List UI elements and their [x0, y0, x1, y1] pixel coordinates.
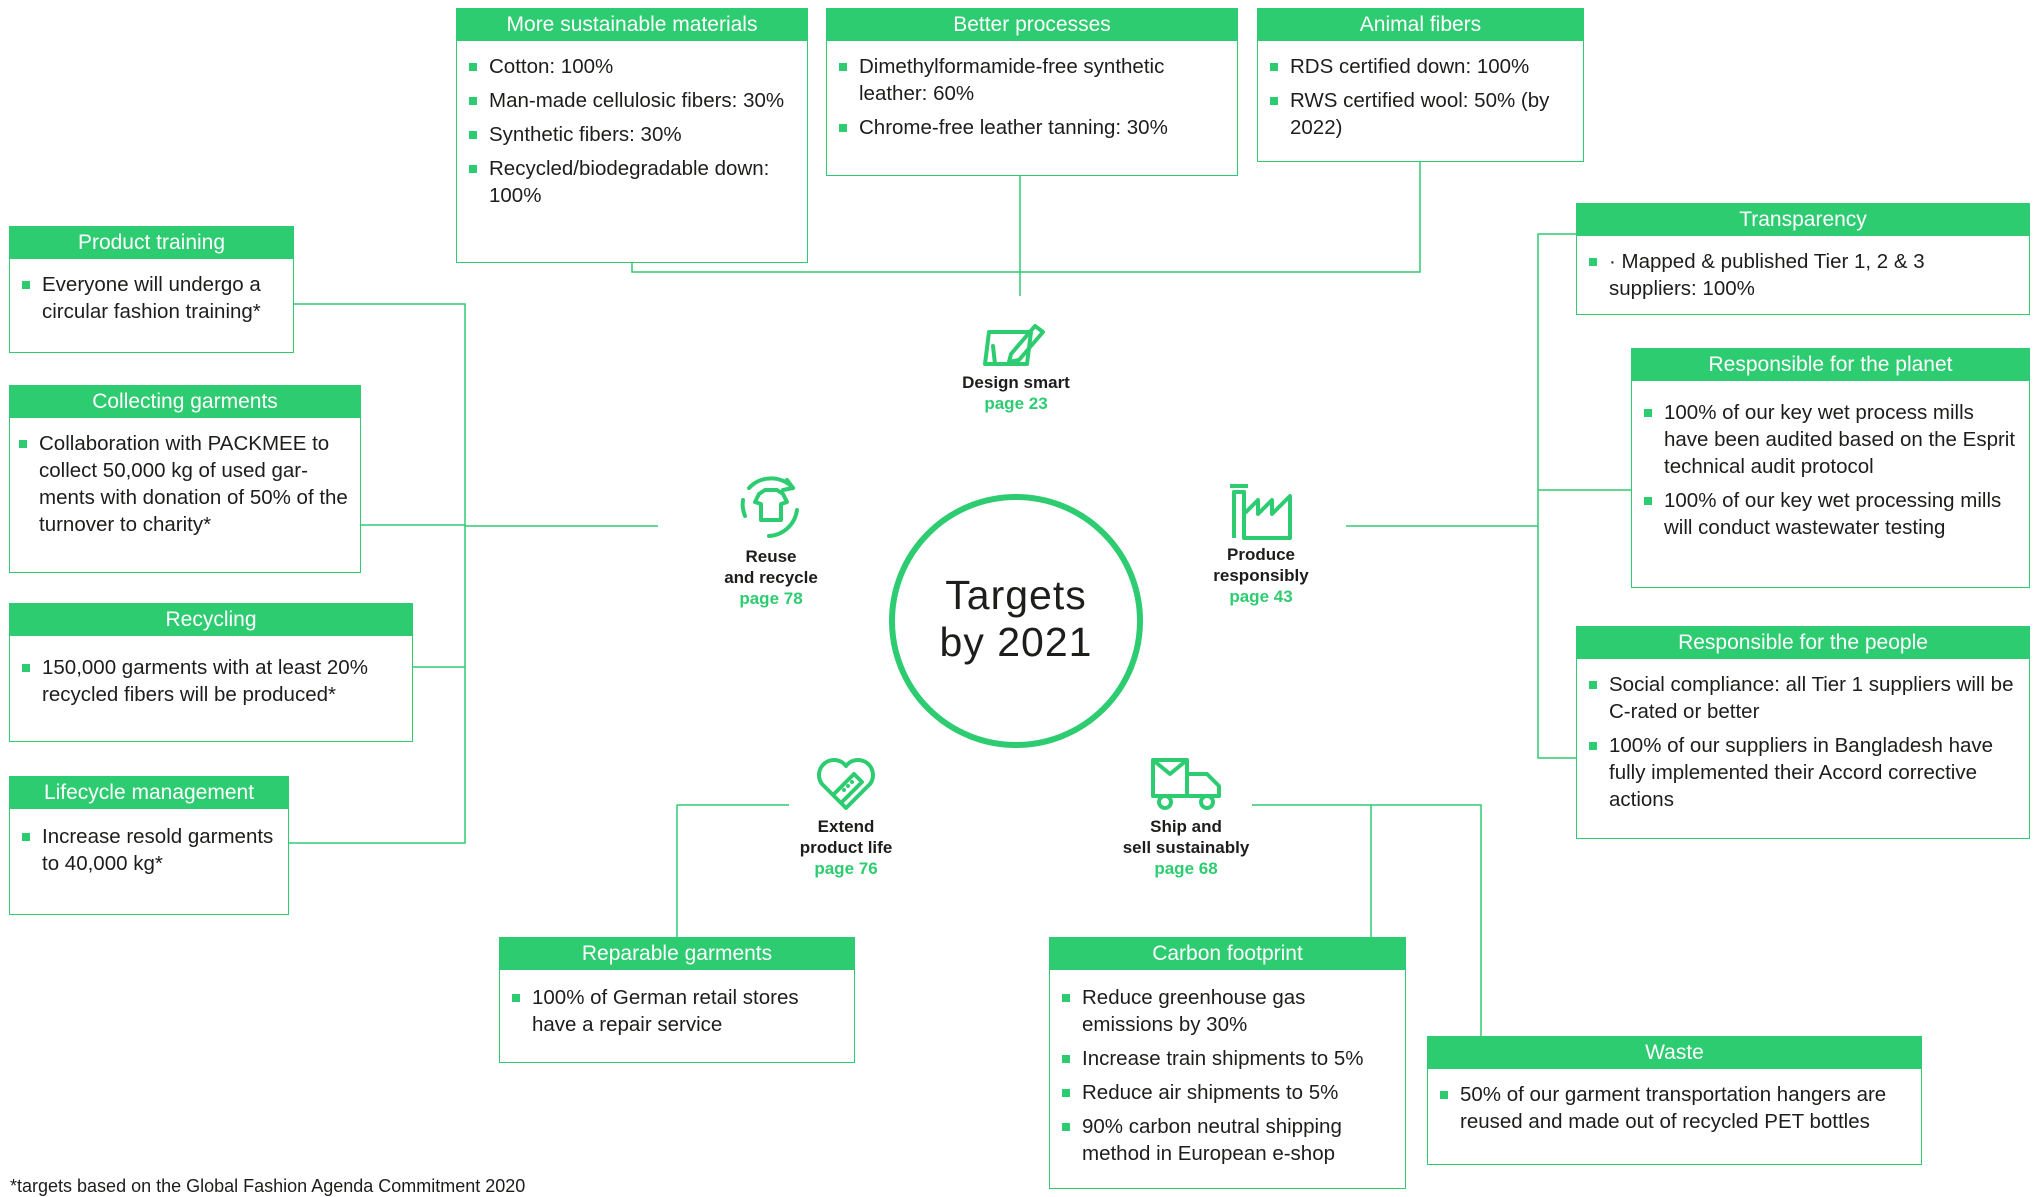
list-item: 100% of our suppliers in Bangladesh have… [1589, 732, 2017, 813]
center-title: Targets by 2021 [889, 572, 1143, 666]
connector-ship-waste [1252, 804, 1482, 1036]
heart-repair-icon [817, 758, 875, 810]
list-item: Synthetic fibers: 30% [469, 121, 795, 148]
box-title: Animal fibers [1258, 9, 1583, 41]
box-title: Carbon footprint [1050, 938, 1405, 970]
box-title: Reparable garments [500, 938, 854, 970]
box-title: Responsible for the people [1577, 627, 2029, 659]
box-more-sustainable-materials: More sustainable materials Cotton: 100% … [456, 8, 808, 263]
connector-left-bus [289, 303, 466, 844]
list-item: 50% of our garment transportation hanger… [1440, 1081, 1909, 1135]
box-transparency: Transparency · Mapped & published Tier 1… [1576, 203, 2030, 315]
recycle-shirt-icon [740, 476, 799, 538]
list-item: 100% of our key wet processing mills wil… [1644, 487, 2017, 541]
hub-ship-label-2: sell sustainably [1122, 838, 1250, 857]
hub-produce-page: page 43 [1229, 587, 1293, 606]
list-item: Dimethylformamide-free synthetic leather… [839, 53, 1225, 107]
box-list: Increase resold garments to 40,000 kg* [10, 809, 288, 892]
center-title-line1: Targets [945, 572, 1087, 618]
list-item: 100% of our key wet process mills have b… [1644, 401, 2016, 478]
list-item: Increase resold garments to 40,000 kg* [22, 823, 276, 877]
box-product-training: Product training Everyone will undergo a… [9, 226, 294, 353]
hub-produce-label-1: Produce [1226, 545, 1296, 564]
hub-extend-product-life: Extend product life page 76 [786, 756, 906, 879]
box-list: 50% of our garment transportation hanger… [1428, 1069, 1921, 1150]
box-carbon-footprint: Carbon footprint Reduce greenhouse gas e… [1049, 937, 1406, 1189]
box-title: Lifecycle management [10, 777, 288, 809]
hub-ship-label-1: Ship and [1150, 817, 1222, 836]
box-title: Recycling [10, 604, 412, 636]
connector-right-bus [1537, 233, 1576, 759]
list-item: 150,000 garments with at least 20% recyc… [22, 654, 400, 708]
box-list: Dimethylformamide-free synthetic leather… [827, 41, 1237, 156]
connector-extend [676, 804, 789, 937]
delivery-truck-icon [1151, 758, 1221, 810]
list-item: · Mapped & published Tier 1, 2 & 3 suppl… [1589, 248, 2017, 302]
hub-design-smart: Design smart page 23 [936, 318, 1096, 414]
hub-ship-sell: Ship and sell sustainably page 68 [1106, 756, 1266, 879]
hub-produce-label-2: responsibly [1213, 566, 1309, 585]
list-item: Chrome-free leather tanning: 30% [839, 114, 1225, 141]
box-list: Cotton: 100% Man-made cellulosic fibers:… [457, 41, 807, 224]
list-item: 90% carbon neutral shipping method in Eu… [1062, 1113, 1393, 1167]
center-circle [889, 494, 1143, 748]
list-item: Man-made cellulosic fibers: 30% [469, 87, 795, 114]
hub-design-label: Design smart [962, 373, 1070, 392]
box-title: Product training [10, 227, 293, 259]
box-responsible-for-the-people: Responsible for the people Social compli… [1576, 626, 2030, 839]
hub-reuse-label-1: Reuse [745, 547, 797, 566]
box-title: Transparency [1577, 204, 2029, 236]
box-list: 100% of our key wet process mills have b… [1632, 381, 2029, 556]
list-item: 100% of German retail stores have a repa… [512, 984, 842, 1038]
box-title: More sustainable materials [457, 9, 807, 41]
box-list: 150,000 garments with at least 20% recyc… [10, 636, 412, 723]
list-item: Reduce air shipments to 5% [1062, 1079, 1393, 1106]
box-lifecycle-management: Lifecycle management Increase resold gar… [9, 776, 289, 915]
hub-reuse-recycle: Reuse and recycle page 78 [706, 470, 836, 609]
list-item: Social compliance: all Tier 1 suppliers … [1589, 671, 2017, 725]
box-list: Everyone will undergo a circular fashion… [10, 259, 293, 340]
list-item: Increase train shipments to 5% [1062, 1045, 1393, 1072]
box-title: Better processes [827, 9, 1237, 41]
box-responsible-for-the-planet: Responsible for the planet 100% of our k… [1631, 348, 2030, 588]
hub-ship-page: page 68 [1154, 859, 1218, 878]
box-recycling: Recycling 150,000 garments with at least… [9, 603, 413, 742]
hub-reuse-label-2: and recycle [724, 568, 818, 587]
box-list: Social compliance: all Tier 1 suppliers … [1577, 659, 2029, 828]
footnote: *targets based on the Global Fashion Age… [10, 1176, 526, 1196]
box-list: Collaboration with PACKMEE to collect 50… [10, 418, 360, 553]
hub-design-page: page 23 [984, 394, 1048, 413]
box-waste: Waste 50% of our garment transportation … [1427, 1036, 1922, 1165]
box-title: Responsible for the planet [1632, 349, 2029, 381]
box-list: 100% of German retail stores have a repa… [500, 970, 854, 1053]
hub-extend-label-1: Extend [817, 817, 875, 836]
list-item: Everyone will undergo a circular fashion… [22, 271, 281, 325]
box-list: RDS certified down: 100% RWS certified w… [1258, 41, 1583, 156]
hub-reuse-page: page 78 [739, 589, 803, 608]
hub-produce-responsibly: Produce responsibly page 43 [1196, 482, 1326, 607]
box-list: · Mapped & published Tier 1, 2 & 3 suppl… [1577, 236, 2029, 317]
list-item: Recycled/biodegradable down: 100% [469, 155, 795, 209]
factory-icon [1230, 484, 1292, 540]
list-item: Cotton: 100% [469, 53, 795, 80]
center-title-line2: by 2021 [939, 619, 1093, 665]
box-better-processes: Better processes Dimethylformamide-free … [826, 8, 1238, 176]
list-item: Collaboration with PACKMEE to collect 50… [19, 432, 348, 536]
list-item: RWS certified wool: 50% (by 2022) [1270, 87, 1571, 141]
box-reparable-garments: Reparable garments 100% of German retail… [499, 937, 855, 1063]
design-pencil-icon [983, 324, 1045, 366]
box-animal-fibers: Animal fibers RDS certified down: 100% R… [1257, 8, 1584, 162]
box-title: Collecting garments [10, 386, 360, 418]
list-item: Reduce greenhouse gas emissions by 30% [1062, 984, 1393, 1038]
list-item: RDS certified down: 100% [1270, 53, 1571, 80]
box-list: Reduce greenhouse gas emissions by 30% I… [1050, 970, 1405, 1182]
connector-top-bus [631, 162, 1421, 273]
hub-extend-page: page 76 [814, 859, 878, 878]
box-collecting-garments: Collecting garments Collaboration with P… [9, 385, 361, 573]
box-title: Waste [1428, 1037, 1921, 1069]
hub-extend-label-2: product life [799, 838, 893, 857]
